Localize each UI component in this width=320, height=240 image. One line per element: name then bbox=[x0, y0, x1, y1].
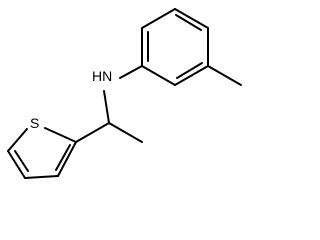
bond-thiophene-c3-c2 bbox=[57, 141, 77, 177]
nitrogen-label: HN bbox=[92, 68, 112, 84]
bond-methyl bbox=[207, 65, 242, 86]
bond-thiophene-c5-c4 bbox=[7, 150, 26, 179]
bond-methyl-branch bbox=[108, 122, 143, 143]
bond-thiophene-c4-c3 bbox=[24, 175, 59, 179]
bond-thiophene-c2-s bbox=[44, 127, 77, 143]
bond-ring-c2-c3 bbox=[141, 8, 176, 29]
chemical-structure: HN S bbox=[7, 8, 242, 179]
bond-ring-double-3 bbox=[176, 62, 203, 79]
bond-thiophene-double-2 bbox=[55, 144, 71, 171]
bond-ring-c6-c1 bbox=[141, 65, 176, 86]
benzene-ring bbox=[141, 8, 209, 86]
bond-chiral-carbon-to-thiophene bbox=[75, 122, 110, 143]
thiophene-ring bbox=[7, 127, 77, 179]
bond-ring-double-2 bbox=[175, 14, 202, 31]
bond-thiophene-double-1 bbox=[14, 150, 29, 172]
bond-ring-to-nitrogen bbox=[119, 65, 143, 79]
bond-thiophene-s-c5 bbox=[7, 128, 28, 152]
sulfur-label: S bbox=[30, 115, 39, 131]
bond-ring-c5-c6 bbox=[174, 65, 209, 86]
bond-nitrogen-to-chiral-carbon bbox=[103, 90, 110, 124]
bond-ring-c3-c4 bbox=[174, 8, 209, 29]
